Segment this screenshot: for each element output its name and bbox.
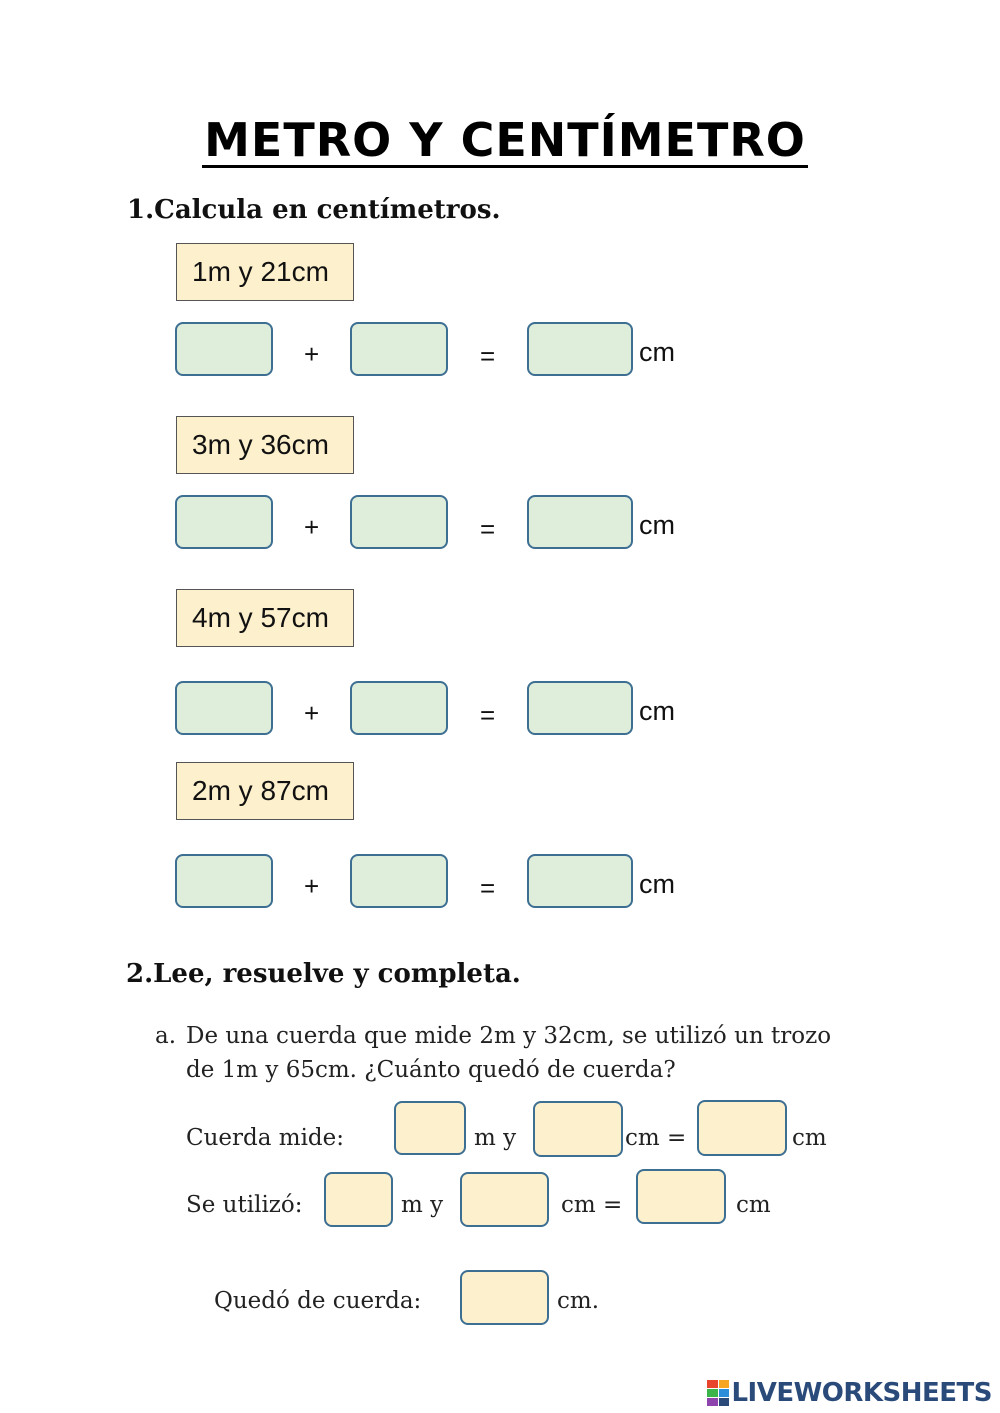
remaining-rope-label: Quedó de cuerda: bbox=[214, 1288, 422, 1314]
meters-as-cm-input[interactable] bbox=[175, 322, 273, 376]
equals-sign: = bbox=[480, 700, 496, 730]
unit-cm: cm bbox=[639, 337, 675, 367]
equals-sign: = bbox=[480, 341, 496, 371]
liveworksheets-logo[interactable]: LIVEWORKSHEETS bbox=[707, 1378, 992, 1408]
section-1-heading: 1.Calcula en centímetros. bbox=[127, 195, 501, 225]
centimeters-input[interactable] bbox=[350, 495, 448, 549]
remaining-cm-input[interactable] bbox=[460, 1270, 549, 1325]
measure-label: 2m y 87cm bbox=[176, 762, 354, 820]
measure-label: 1m y 21cm bbox=[176, 243, 354, 301]
unit-cm: cm. bbox=[557, 1288, 600, 1314]
liveworksheets-logo-text: LIVEWORKSHEETS bbox=[731, 1378, 992, 1408]
meters-as-cm-input[interactable] bbox=[175, 681, 273, 735]
section-2-heading: 2.Lee, resuelve y completa. bbox=[126, 959, 521, 989]
total-cm-input[interactable] bbox=[527, 854, 633, 908]
plus-sign: + bbox=[304, 512, 320, 542]
problem-text-line-1: De una cuerda que mide 2m y 32cm, se uti… bbox=[186, 1023, 832, 1049]
measure-label: 3m y 36cm bbox=[176, 416, 354, 474]
centimeters-input[interactable] bbox=[350, 681, 448, 735]
used-centimeters-input[interactable] bbox=[460, 1172, 549, 1227]
unit-cm: cm bbox=[639, 510, 675, 540]
meters-as-cm-input[interactable] bbox=[175, 495, 273, 549]
cm-equals-label: cm = bbox=[561, 1192, 623, 1218]
unit-cm: cm bbox=[639, 696, 675, 726]
liveworksheets-logo-icon bbox=[707, 1380, 730, 1406]
used-length-label: Se utilizó: bbox=[186, 1192, 303, 1218]
rope-total-cm-input[interactable] bbox=[697, 1100, 787, 1156]
meters-and-label: m y bbox=[474, 1125, 517, 1151]
problem-text-line-2: de 1m y 65cm. ¿Cuánto quedó de cuerda? bbox=[186, 1057, 676, 1083]
meters-as-cm-input[interactable] bbox=[175, 854, 273, 908]
rope-meters-input[interactable] bbox=[394, 1101, 466, 1155]
unit-cm: cm bbox=[736, 1192, 771, 1218]
rope-centimeters-input[interactable] bbox=[533, 1101, 623, 1157]
total-cm-input[interactable] bbox=[527, 322, 633, 376]
rope-length-label: Cuerda mide: bbox=[186, 1125, 345, 1151]
worksheet-title-text: METRO Y CENTÍMETRO bbox=[202, 113, 808, 168]
worksheet-title: METRO Y CENTÍMETRO bbox=[0, 112, 1000, 168]
equals-sign: = bbox=[480, 514, 496, 544]
total-cm-input[interactable] bbox=[527, 495, 633, 549]
plus-sign: + bbox=[304, 698, 320, 728]
centimeters-input[interactable] bbox=[350, 322, 448, 376]
meters-and-label: m y bbox=[401, 1192, 444, 1218]
cm-equals-label: cm = bbox=[625, 1125, 687, 1151]
centimeters-input[interactable] bbox=[350, 854, 448, 908]
total-cm-input[interactable] bbox=[527, 681, 633, 735]
equals-sign: = bbox=[480, 873, 496, 903]
unit-cm: cm bbox=[792, 1125, 827, 1151]
plus-sign: + bbox=[304, 871, 320, 901]
problem-marker: a. bbox=[155, 1023, 177, 1049]
used-meters-input[interactable] bbox=[324, 1172, 393, 1227]
used-total-cm-input[interactable] bbox=[636, 1169, 726, 1224]
unit-cm: cm bbox=[639, 869, 675, 899]
plus-sign: + bbox=[304, 339, 320, 369]
measure-label: 4m y 57cm bbox=[176, 589, 354, 647]
